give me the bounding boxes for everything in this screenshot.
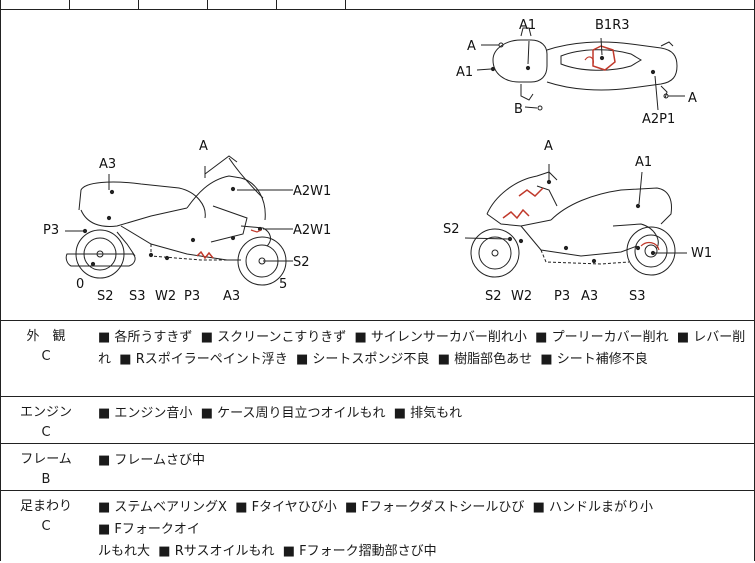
item-line: ■ 各所うすきず ■ スクリーンこすりきず ■ サイレンサーカバー削れ小 ■ プ… [98, 327, 746, 349]
label-left-bottom-s3: S3 [129, 289, 146, 304]
item: ■ 樹脂部色あせ [437, 352, 533, 367]
item: ■ 各所うすきず [98, 330, 193, 345]
label-left-a: A [199, 139, 208, 154]
label-top-a-left: A [467, 39, 476, 54]
row-category-name: 外 観 [26, 329, 66, 344]
label-right-bottom-s2: S2 [485, 289, 502, 304]
row-category-name: エンジン [19, 405, 72, 420]
item: ■ レバー削 [676, 330, 746, 345]
item-line: ■ エンジン音小 ■ ケース周り目立つオイルもれ ■ 排気もれ [98, 403, 746, 425]
label-left-five: 5 [279, 277, 287, 292]
label-left-bottom-s2: S2 [97, 289, 114, 304]
item: ■ フレームさび中 [98, 453, 206, 468]
item: ■ シートスポンジ不良 [296, 352, 430, 367]
item: ■ Fフォークダストシールひび [344, 500, 525, 515]
row-grade: C [41, 349, 51, 364]
item: ■ ケース周り目立つオイルもれ [200, 406, 386, 421]
item-line: ルもれ大 ■ Rサスオイルもれ ■ Fフォーク摺動部さび中 [98, 541, 746, 563]
item: ■ ステムベアリングX [98, 500, 227, 515]
right-side-view-scooter [470, 171, 676, 278]
item-line: ■ ステムベアリングX ■ Fタイヤひび小 ■ Fフォークダストシールひび ■ … [98, 497, 746, 541]
row-grade: C [41, 519, 51, 534]
label-top-b: B [514, 102, 523, 117]
row-suspension: 足まわり C ■ ステムベアリングX ■ Fタイヤひび小 ■ Fフォークダストシ… [1, 491, 755, 561]
label-left-a2w1-lower: A2W1 [293, 223, 331, 238]
row-head: 外 観 C [1, 321, 91, 367]
row-items: ■ エンジン音小 ■ ケース周り目立つオイルもれ ■ 排気もれ [98, 403, 746, 425]
label-left-a3: A3 [99, 157, 116, 172]
label-left-bottom-p3: P3 [184, 289, 200, 304]
row-category-name: 足まわり [19, 499, 72, 514]
label-right-bottom-p3: P3 [554, 289, 570, 304]
previous-table-remnant [1, 0, 755, 10]
label-top-a2p1: A2P1 [642, 112, 675, 127]
item: ■ シート補修不良 [540, 352, 648, 367]
label-right-w1: W1 [691, 246, 712, 261]
row-head: エンジン C [1, 397, 91, 443]
item: れ [98, 352, 112, 367]
label-top-b1r3: B1R3 [595, 18, 630, 33]
label-left-zero: 0 [76, 277, 84, 292]
label-left-bottom-a3: A3 [223, 289, 240, 304]
damage-diagram: A A1 B1R3 A1 A B A2P1 A3 A A2W1 P3 A2W1 … [1, 10, 755, 321]
label-top-a1-upper: A1 [519, 18, 536, 33]
item: ルもれ大 [98, 544, 151, 559]
label-right-bottom-w2: W2 [511, 289, 532, 304]
row-grade: C [41, 425, 51, 440]
row-exterior: 外 観 C ■ 各所うすきず ■ スクリーンこすりきず ■ サイレンサーカバー削… [1, 321, 755, 397]
label-top-a1-left: A1 [456, 65, 473, 80]
row-items: ■ フレームさび中 [98, 450, 746, 472]
item-line: れ ■ Rスポイラーペイント浮き ■ シートスポンジ不良 ■ 樹脂部色あせ ■ … [98, 349, 746, 371]
label-top-a-right: A [688, 91, 697, 106]
table-divider [345, 0, 346, 10]
item: ■ サイレンサーカバー削れ小 [354, 330, 527, 345]
row-head: フレーム B [1, 444, 91, 490]
item: ■ Rスポイラーペイント浮き [119, 352, 288, 367]
label-left-bottom-w2: W2 [155, 289, 176, 304]
row-items: ■ ステムベアリングX ■ Fタイヤひび小 ■ Fフォークダストシールひび ■ … [98, 497, 746, 563]
table-divider [207, 0, 208, 10]
row-grade: B [41, 472, 51, 487]
item: ■ Rサスオイルもれ [158, 544, 275, 559]
label-left-p3: P3 [43, 223, 59, 238]
label-right-a: A [544, 139, 553, 154]
item: ■ プーリーカバー削れ [535, 330, 669, 345]
table-divider [276, 0, 277, 10]
row-category-name: フレーム [20, 452, 72, 467]
label-left-a2w1-upper: A2W1 [293, 184, 331, 199]
item: ■ エンジン音小 [98, 406, 193, 421]
table-divider [138, 0, 139, 10]
row-items: ■ 各所うすきず ■ スクリーンこすりきず ■ サイレンサーカバー削れ小 ■ プ… [98, 327, 746, 371]
label-right-a1: A1 [635, 155, 652, 170]
left-side-view-scooter [65, 155, 287, 286]
top-view-scooter [490, 27, 678, 111]
row-head: 足まわり C [1, 491, 91, 537]
label-right-bottom-s3: S3 [629, 289, 646, 304]
label-left-s2-right: S2 [293, 255, 310, 270]
row-frame: フレーム B ■ フレームさび中 [1, 444, 755, 491]
item: ■ ハンドルまがり小 [532, 500, 654, 515]
label-right-bottom-a3: A3 [581, 289, 598, 304]
item: ■ スクリーンこすりきず [200, 330, 347, 345]
item: ■ Fフォークオイ [98, 522, 200, 537]
item-line: ■ フレームさび中 [98, 450, 746, 472]
row-engine: エンジン C ■ エンジン音小 ■ ケース周り目立つオイルもれ ■ 排気もれ [1, 397, 755, 444]
item: ■ Fタイヤひび小 [235, 500, 337, 515]
item: ■ 排気もれ [393, 406, 463, 421]
item: ■ Fフォーク摺動部さび中 [282, 544, 437, 559]
scooter-diagram-svg: A A1 B1R3 A1 A B A2P1 A3 A A2W1 P3 A2W1 … [43, 18, 712, 304]
table-divider [69, 0, 70, 10]
label-right-s2: S2 [443, 222, 460, 237]
